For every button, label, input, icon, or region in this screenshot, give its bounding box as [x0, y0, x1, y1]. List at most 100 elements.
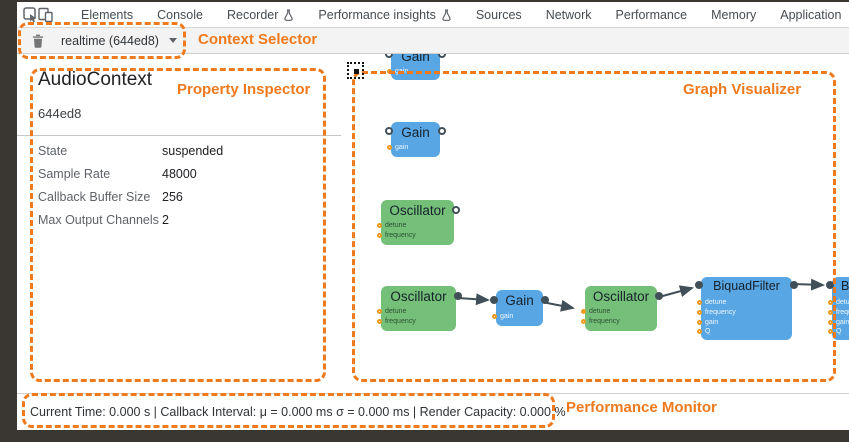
graph-visualizer: Gain gain Gain gain Oscillator detune	[341, 54, 849, 393]
devtools-window: Elements Console Recorder Performance in…	[17, 2, 849, 430]
input-port	[826, 281, 834, 289]
param-port-detune: detune	[377, 220, 406, 230]
tab-label: Memory	[711, 7, 757, 22]
param-label: gain	[836, 318, 849, 326]
param-port-icon	[697, 309, 702, 315]
output-port	[454, 292, 462, 300]
tab-label: Recorder	[226, 7, 279, 22]
tab-label: Console	[157, 7, 203, 22]
param-port-detune: detune	[377, 306, 407, 316]
param-port-gain: gain	[828, 317, 849, 327]
param-port-frequency: frequency	[697, 307, 736, 317]
param-port-gain: gain	[492, 311, 513, 321]
param-label: gain	[395, 67, 409, 75]
param-port-gain: gain	[697, 317, 719, 327]
input-port	[385, 127, 393, 135]
property-label: Sample Rate	[38, 167, 111, 181]
param-port-icon	[581, 308, 586, 314]
param-label: detune	[385, 307, 407, 315]
property-value: 256	[162, 190, 183, 204]
tab-label: Performance insights	[318, 7, 436, 22]
tab-recorder[interactable]: Recorder	[215, 8, 306, 22]
param-label: frequency	[385, 231, 416, 239]
tab-sources[interactable]: Sources	[464, 8, 534, 22]
performance-monitor-bar: Current Time: 0.000 s | Callback Interva…	[17, 393, 849, 430]
property-label: State	[38, 144, 68, 158]
param-port-icon	[697, 299, 702, 305]
param-port-frequency: frequency	[581, 316, 620, 326]
tab-performance-insights[interactable]: Performance insights	[306, 8, 463, 22]
input-port	[490, 296, 498, 304]
node-title: Oscillator	[390, 289, 447, 304]
context-id: 644ed8	[38, 106, 82, 121]
param-label: Q	[705, 327, 711, 335]
property-row: Callback Buffer Size 256	[17, 190, 341, 206]
inspect-element-icon[interactable]	[23, 4, 38, 26]
node-title: Gain	[505, 293, 534, 308]
webaudio-panel: AudioContext 644ed8 State suspended Samp…	[17, 54, 849, 393]
tab-application[interactable]: Application	[768, 8, 849, 22]
param-label: frequency	[836, 308, 849, 316]
chevron-down-icon	[168, 38, 177, 43]
property-row: Sample Rate 48000	[17, 167, 341, 183]
input-port	[695, 281, 703, 289]
context-selector-dropdown[interactable]: realtime (644ed8)	[61, 34, 177, 48]
param-port-icon	[377, 308, 382, 314]
tab-performance[interactable]: Performance	[604, 8, 700, 22]
audio-node-gain: Gain gain	[385, 54, 446, 80]
audio-node-gain: Gain gain	[385, 122, 446, 157]
tab-label: Performance	[615, 7, 688, 22]
param-port-q: Q	[697, 326, 711, 336]
webaudio-toolbar: realtime (644ed8)	[17, 28, 849, 54]
property-value: 2	[162, 213, 169, 227]
tab-console[interactable]: Console	[145, 8, 215, 22]
context-title: AudioContext	[38, 69, 153, 90]
device-toolbar-icon[interactable]	[38, 4, 53, 26]
output-port	[655, 292, 663, 300]
param-port-icon	[377, 318, 382, 324]
param-port-frequency: frequency	[377, 230, 416, 240]
param-port-frequency: frequency	[828, 307, 849, 317]
param-port-icon	[492, 313, 497, 319]
node-title: BiquadFilter	[841, 279, 849, 293]
tab-label: Elements	[81, 7, 134, 22]
trash-icon[interactable]	[25, 30, 51, 52]
experiment-flask-icon	[442, 9, 451, 21]
audio-node-oscillator: Oscillator detune frequency	[581, 286, 663, 331]
param-port-icon	[387, 68, 392, 74]
devtools-tabbar: Elements Console Recorder Performance in…	[17, 2, 849, 28]
tab-elements[interactable]: Elements	[69, 8, 145, 22]
param-label: Q	[836, 327, 842, 335]
param-label: gain	[705, 318, 719, 326]
param-port-icon	[377, 222, 382, 228]
audio-node-oscillator: Oscillator detune frequency	[377, 200, 460, 245]
param-port-icon	[828, 328, 833, 334]
param-label: detune	[836, 298, 849, 306]
tab-memory[interactable]: Memory	[699, 8, 768, 22]
output-port	[541, 296, 549, 304]
performance-stats-text: Current Time: 0.000 s | Callback Interva…	[30, 405, 566, 419]
param-label: detune	[589, 307, 611, 315]
property-value: suspended	[162, 144, 224, 158]
tab-network[interactable]: Network	[534, 8, 604, 22]
audio-node-biquadfilter: BiquadFilter detune frequency gain Q	[826, 277, 849, 340]
param-port-icon	[387, 144, 392, 150]
audio-node-gain: Gain gain	[490, 290, 549, 326]
output-port	[438, 54, 446, 58]
output-port	[790, 281, 798, 289]
param-port-icon	[697, 319, 702, 325]
property-label: Callback Buffer Size	[38, 190, 151, 204]
property-label: Max Output Channels	[38, 213, 159, 227]
property-row: State suspended	[17, 144, 341, 160]
property-value: 48000	[162, 167, 197, 181]
context-selector-value: realtime (644ed8)	[61, 33, 159, 48]
param-port-frequency: frequency	[377, 316, 416, 326]
param-port-icon	[828, 299, 833, 305]
node-title: Gain	[401, 54, 430, 64]
property-row: Max Output Channels 2	[17, 213, 341, 229]
param-port-icon	[377, 232, 382, 238]
param-label: frequency	[705, 308, 736, 316]
audio-node-biquadfilter: BiquadFilter detune frequency gain Q	[695, 277, 798, 340]
tab-label: Application	[780, 7, 842, 22]
